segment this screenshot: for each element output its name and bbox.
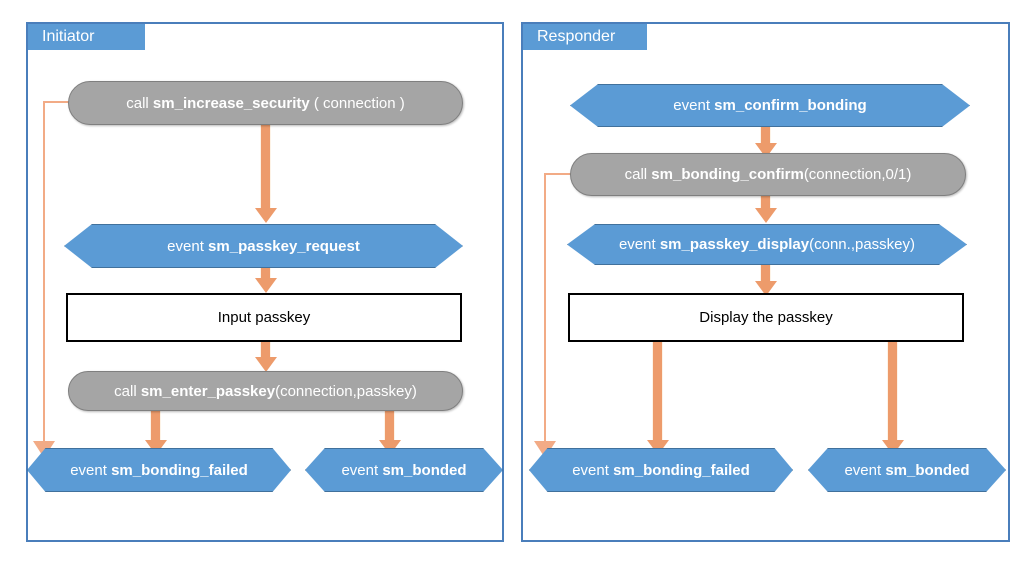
node-text: event sm_confirm_bonding (673, 97, 867, 114)
arrow-enter-passkey-to-bonded (384, 410, 395, 440)
arrow-bonding-confirm-to-passkey-display (760, 196, 771, 208)
loop-bonding-confirm-to-bonding-failed-horizontal (544, 173, 572, 175)
node-text: event sm_bonded (844, 461, 970, 479)
arrow-display-passkey-to-bonding-failed (652, 341, 663, 440)
node-text: event sm_bonded (341, 461, 467, 479)
panel-initiator-tab-label: Initiator (28, 24, 145, 50)
node-call-sm-enter-passkey[interactable]: call sm_enter_passkey(connection,passkey… (68, 371, 463, 411)
node-event-responder-sm-bonding-failed[interactable]: event sm_bonding_failed (529, 448, 793, 492)
node-call-sm-bonding-confirm[interactable]: call sm_bonding_confirm(connection,0/1) (570, 153, 966, 196)
node-text: event sm_passkey_display(conn.,passkey) (618, 236, 916, 253)
loop-bonding-confirm-to-bonding-failed-vertical (544, 173, 546, 441)
node-text: call sm_bonding_confirm(connection,0/1) (624, 166, 912, 183)
node-process-input-passkey[interactable]: Input passkey (66, 293, 462, 342)
arrow-input-passkey-to-enter-passkey (260, 341, 271, 357)
node-text: Input passkey (217, 309, 311, 326)
node-event-sm-confirm-bonding[interactable]: event sm_confirm_bonding (570, 84, 970, 127)
node-text: event sm_bonding_failed (70, 461, 248, 479)
node-event-initiator-sm-bonding-failed[interactable]: event sm_bonding_failed (27, 448, 291, 492)
node-event-initiator-sm-bonded[interactable]: event sm_bonded (305, 448, 503, 492)
node-text: event sm_bonding_failed (572, 461, 750, 479)
node-event-responder-sm-bonded[interactable]: event sm_bonded (808, 448, 1006, 492)
arrow-passkey-display-to-display-passkey (760, 265, 771, 281)
loop-increase-security-to-bonding-failed-horizontal (43, 101, 71, 103)
arrow-enter-passkey-to-bonding-failed (150, 410, 161, 440)
arrow-increase-security-to-passkey-request (260, 124, 271, 208)
node-text: call sm_increase_security ( connection ) (126, 94, 405, 112)
node-call-sm-increase-security[interactable]: call sm_increase_security ( connection ) (68, 81, 463, 125)
node-process-display-the-passkey[interactable]: Display the passkey (568, 293, 964, 342)
arrow-confirm-bonding-to-bonding-confirm (760, 127, 771, 143)
panel-responder-tab-label: Responder (523, 24, 647, 50)
arrow-passkey-request-to-input-passkey (260, 267, 271, 278)
node-event-sm-passkey-request[interactable]: event sm_passkey_request (64, 224, 463, 268)
node-event-sm-passkey-display[interactable]: event sm_passkey_display(conn.,passkey) (567, 224, 967, 265)
node-text: event sm_passkey_request (167, 237, 360, 255)
loop-increase-security-to-bonding-failed-vertical (43, 101, 45, 441)
arrow-display-passkey-to-bonded (887, 341, 898, 440)
node-text: Display the passkey (699, 309, 833, 326)
node-text: call sm_enter_passkey(connection,passkey… (114, 382, 417, 400)
